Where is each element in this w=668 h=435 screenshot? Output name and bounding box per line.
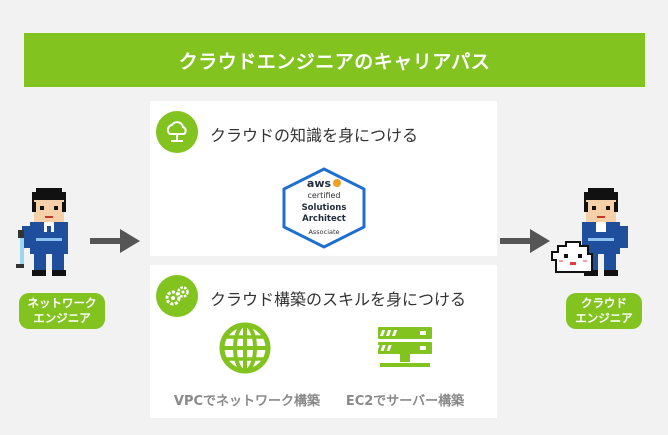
knowledge-panel-title: クラウドの知識を身につける — [210, 126, 419, 145]
banner-title: クラウドエンジニアのキャリアパス — [178, 50, 491, 73]
cloud-engineer-label: クラウド エンジニア — [566, 293, 642, 329]
badge-brand: aws — [306, 177, 332, 190]
badge-line1: certified — [307, 191, 341, 200]
network-engineer-label-line2: エンジニア — [33, 311, 91, 325]
ec2-skill-label: EC2でサーバー構築 — [345, 394, 465, 409]
globe-network-icon — [219, 322, 271, 374]
aws-certification-badge: aws certified Solutions Architect Associ… — [280, 167, 368, 249]
cloud-network-icon — [156, 111, 198, 153]
knowledge-panel: クラウドの知識を身につける aws certified Solutions Ar… — [150, 101, 497, 256]
arrow-right-icon — [90, 229, 140, 253]
server-icon — [376, 327, 432, 367]
cloud-engineer-character — [551, 188, 628, 276]
cloud-engineer-label-line2: エンジニア — [575, 311, 633, 325]
network-engineer-character — [16, 188, 68, 276]
badge-line3: Architect — [302, 214, 346, 224]
career-path-banner: クラウドエンジニアのキャリアパス — [24, 33, 645, 87]
gears-icon — [156, 275, 198, 317]
skills-panel-title: クラウド構築のスキルを身につける — [210, 290, 467, 309]
arrow-right-icon-2 — [500, 229, 550, 253]
network-engineer-label-line1: ネットワーク — [27, 296, 97, 310]
cloud-engineer-label-line1: クラウド — [581, 296, 627, 310]
badge-check-icon — [333, 179, 342, 187]
badge-line2: Solutions — [301, 203, 347, 213]
network-engineer-label: ネットワーク エンジニア — [19, 293, 105, 329]
badge-line4: Associate — [308, 228, 340, 236]
vpc-skill-label: VPCでネットワーク構築 — [173, 394, 321, 409]
skills-panel: クラウド構築のスキルを身につける VPCでネットワーク構築 EC2でサーバー構築 — [150, 265, 497, 418]
